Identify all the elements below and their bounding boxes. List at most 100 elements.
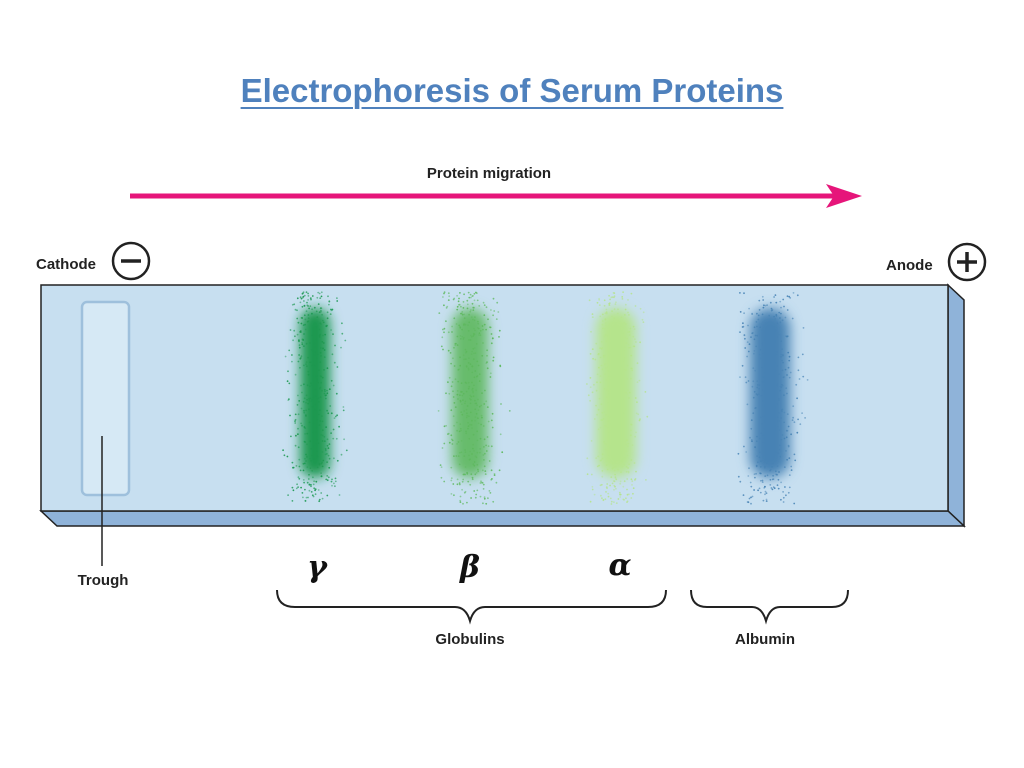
diffusion-dot [292, 489, 295, 492]
diffusion-dot [747, 475, 750, 477]
diffusion-dot [482, 483, 485, 486]
diffusion-dot [334, 485, 336, 488]
diffusion-dot [305, 291, 308, 294]
diffusion-dot [483, 497, 486, 500]
diffusion-dot [307, 292, 309, 295]
diffusion-dot [473, 292, 476, 295]
diffusion-dot [632, 487, 635, 490]
diffusion-dot [342, 409, 345, 412]
diffusion-dot [739, 311, 742, 313]
diffusion-dot [603, 299, 606, 302]
diffusion-dot [298, 340, 300, 343]
diffusion-dot [313, 480, 315, 483]
diffusion-dot [333, 417, 336, 419]
diffusion-dot [442, 328, 444, 331]
diffusion-dot [296, 333, 299, 336]
diffusion-dot [471, 302, 474, 305]
diffusion-dot [741, 364, 744, 367]
diffusion-dot [628, 493, 630, 496]
diffusion-dot [304, 499, 307, 502]
diffusion-dot [483, 304, 486, 307]
diffusion-dot [312, 483, 315, 486]
diffusion-dot [613, 488, 615, 491]
diffusion-dot [775, 301, 778, 304]
diffusion-dot [780, 481, 782, 484]
diffusion-dot [626, 501, 628, 503]
diffusion-dot [287, 399, 290, 401]
diffusion-dot [772, 486, 775, 489]
diffusion-dot [461, 488, 463, 491]
diffusion-dot [782, 496, 785, 499]
diffusion-dot [331, 478, 333, 481]
diffusion-dot [287, 494, 289, 496]
diffusion-dot [458, 303, 461, 306]
diffusion-dot [283, 454, 286, 457]
diffusion-dot [440, 345, 443, 348]
diffusion-dot [288, 349, 291, 352]
diffusion-dot [330, 308, 332, 311]
diffusion-dot [472, 294, 474, 297]
diffusion-dot [593, 493, 596, 496]
diffusion-dot [760, 479, 762, 482]
diffusion-dot [335, 392, 338, 395]
diffusion-dot [329, 313, 332, 315]
diffusion-dot [590, 473, 593, 476]
diffusion-dot [296, 404, 299, 406]
diffusion-dot [479, 482, 482, 484]
diffusion-dot [589, 386, 592, 389]
diffusion-dot [765, 500, 768, 502]
diffusion-dot [297, 446, 300, 449]
diffusion-dot [439, 464, 442, 466]
diffusion-dot [487, 445, 490, 447]
diffusion-dot [630, 292, 633, 295]
diffusion-dot [446, 305, 449, 308]
diffusion-dot [610, 296, 613, 299]
diffusion-dot [748, 343, 751, 346]
diffusion-dot [326, 311, 329, 314]
diffusion-dot [473, 299, 476, 302]
gel-bottom-face [39, 510, 966, 527]
diffusion-dot [320, 307, 323, 310]
diffusion-dot [453, 297, 456, 300]
diffusion-dot [757, 489, 759, 492]
diffusion-dot [443, 331, 445, 334]
diffusion-dot [761, 295, 764, 298]
diffusion-dot [297, 321, 300, 324]
anode-plus-icon [947, 242, 987, 282]
diffusion-dot [467, 480, 470, 483]
diffusion-dot [635, 470, 637, 473]
diffusion-dot [798, 378, 801, 380]
diffusion-dot [500, 403, 502, 405]
gel-slab [40, 284, 949, 512]
diffusion-dot [466, 299, 469, 302]
diffusion-dot [292, 339, 294, 342]
diffusion-dot [765, 492, 768, 495]
diffusion-dot [789, 297, 792, 299]
diffusion-dot [298, 400, 301, 402]
diffusion-dot [591, 488, 594, 491]
diffusion-dot [772, 478, 775, 480]
diffusion-dot [327, 476, 330, 479]
diffusion-dot [487, 497, 489, 500]
diffusion-dot [634, 479, 636, 481]
diffusion-dot [330, 412, 333, 415]
diffusion-dot [601, 475, 604, 478]
diffusion-dot [333, 457, 335, 460]
diffusion-dot [613, 501, 615, 503]
diffusion-dot [313, 487, 316, 490]
diffusion-dot [470, 296, 472, 299]
trough-well [80, 300, 131, 497]
diffusion-dot [488, 490, 491, 492]
diffusion-dot [298, 458, 301, 461]
diffusion-dot [336, 459, 339, 462]
diffusion-dot [490, 419, 493, 422]
diffusion-dot [491, 412, 494, 415]
diffusion-dot [744, 337, 746, 340]
diffusion-dot [586, 473, 589, 476]
beta-band [452, 308, 488, 478]
diffusion-dot [491, 337, 494, 340]
diffusion-dot [612, 292, 615, 294]
diffusion-dot [297, 486, 299, 488]
diffusion-dot [795, 383, 798, 386]
diffusion-dot [443, 480, 446, 483]
